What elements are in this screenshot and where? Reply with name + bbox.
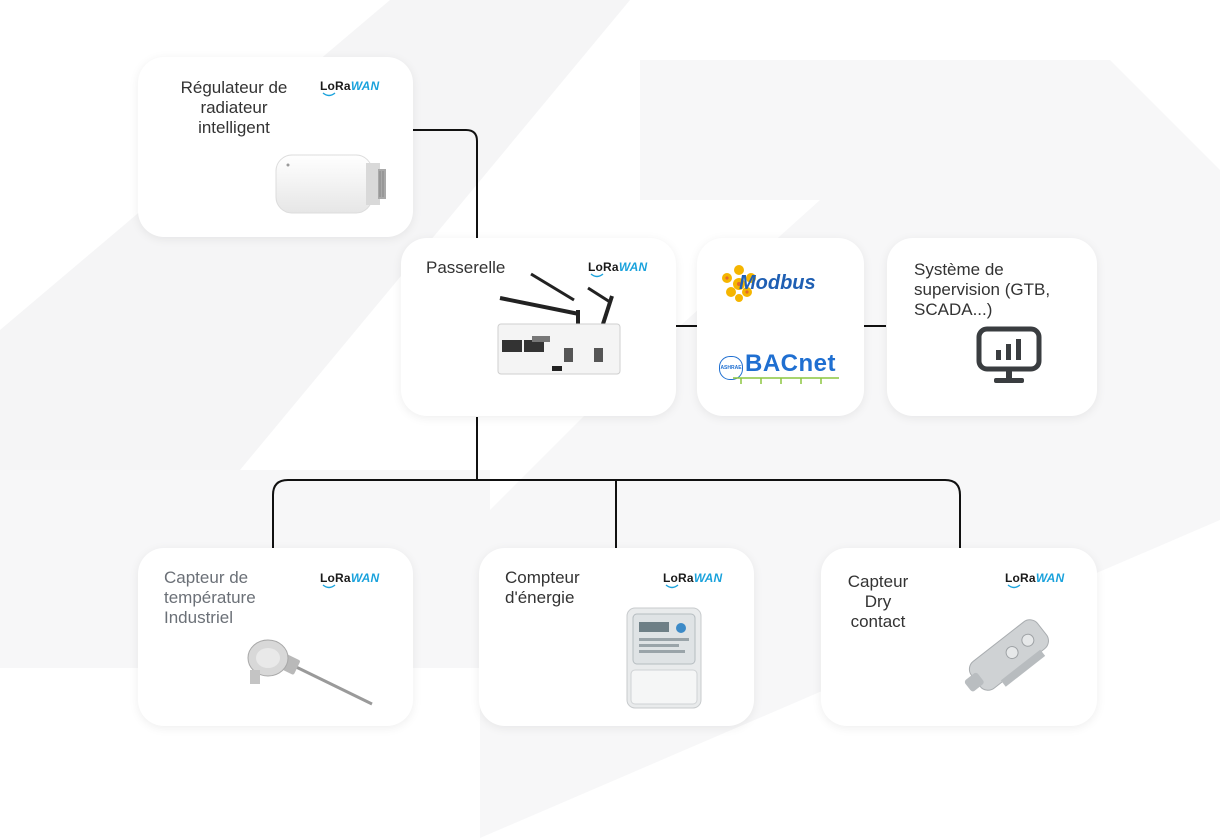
- dry-contact-sensor-icon: [964, 619, 1049, 692]
- lorawan-logo: LoRaWAN: [588, 260, 647, 278]
- modbus-logo: Modbus: [739, 272, 816, 294]
- lorawan-logo: LoRaWAN: [320, 571, 379, 589]
- temperature-probe-icon: [247, 639, 373, 706]
- radiator-regulator-card: Régulateur de radiateur intelligent LoRa…: [138, 57, 413, 237]
- energy-meter-card: Compteur d'énergie LoRaWAN: [479, 548, 754, 726]
- gateway-card: Passerelle LoRaWAN: [401, 238, 676, 416]
- lorawan-logo: LoRaWAN: [320, 79, 379, 97]
- bacnet-network-icon: [733, 377, 839, 384]
- radiator-regulator-label: Régulateur de radiateur intelligent: [180, 78, 288, 137]
- supervision-card: Système de supervision (GTB, SCADA...): [887, 238, 1097, 416]
- dry-contact-card: Capteur Dry contact LoRaWAN: [821, 548, 1097, 726]
- gateway-label: Passerelle: [426, 258, 506, 277]
- temperature-sensor-label: Capteur de température Industriel: [164, 568, 256, 627]
- lorawan-logo: LoRaWAN: [1005, 571, 1064, 589]
- protocols-card: Modbus ASHRAE BACnet: [697, 238, 864, 416]
- radiator-valve-icon: [275, 154, 386, 214]
- temperature-sensor-card: Capteur de température Industriel LoRaWA…: [138, 548, 413, 726]
- energy-meter-icon: [626, 607, 702, 709]
- modbus-mark-icon: [722, 265, 756, 302]
- gateway-router-icon: [497, 272, 621, 375]
- lorawan-logo: LoRaWAN: [663, 571, 722, 589]
- bacnet-logo: BACnet: [745, 350, 836, 377]
- dry-contact-label: Capteur Dry contact: [847, 572, 909, 631]
- ashrae-mark: ASHRAE: [719, 356, 743, 380]
- monitor-chart-icon: [976, 326, 1042, 383]
- energy-meter-label: Compteur d'énergie: [505, 568, 580, 607]
- supervision-label: Système de supervision (GTB, SCADA...): [914, 260, 1051, 319]
